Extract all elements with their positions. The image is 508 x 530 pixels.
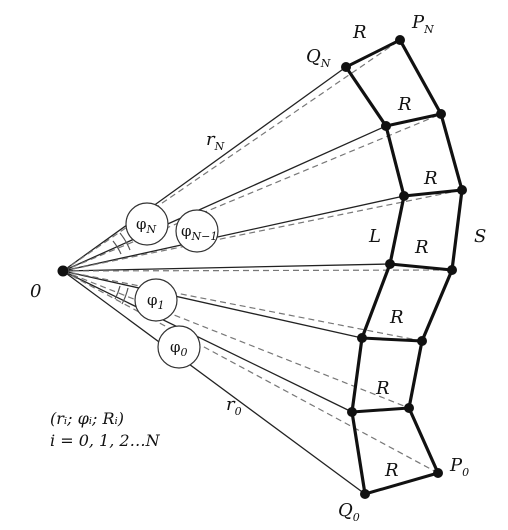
node: [385, 259, 395, 269]
dashed-ray-N: [62, 39, 401, 272]
angle-circles: [125, 202, 219, 369]
node: [347, 407, 357, 417]
dashed-rays: [62, 39, 463, 474]
phi-0-circle: [157, 325, 201, 369]
P-0-label: P0: [449, 455, 469, 479]
R-label-7: R: [384, 460, 399, 481]
angle-arc-lower-2: [114, 285, 121, 300]
ray-4: [62, 263, 391, 272]
L-label: L: [368, 226, 381, 247]
r-segments: [345, 38, 463, 496]
node-P-N: [395, 35, 405, 45]
origin-label: 0: [30, 281, 41, 302]
node: [381, 121, 391, 131]
node: [447, 265, 457, 275]
dashed-ray-N-1: [62, 113, 442, 272]
Q-N-label: QN: [306, 46, 331, 70]
ray-3: [62, 195, 405, 272]
ray-5: [62, 270, 363, 339]
formula-line-1: (rᵢ; φᵢ; Rᵢ): [50, 409, 124, 428]
ray-r-0: [62, 270, 366, 495]
angle-arc-lower: [121, 287, 129, 305]
ray-6: [62, 270, 353, 413]
Q-0-label: Q0: [338, 500, 360, 524]
dashed-ray-1: [62, 270, 410, 409]
angle-arc-upper: [119, 232, 131, 251]
node-points: [57, 35, 467, 499]
angle-arc-upper-2: [112, 240, 122, 255]
phi-1-label: φ1: [147, 291, 165, 312]
node: [399, 191, 409, 201]
dashed-ray-a: [62, 189, 463, 272]
R-label-1: R: [352, 22, 367, 43]
segment-R-4: [389, 262, 453, 272]
node: [404, 403, 414, 413]
R-label-4: R: [414, 237, 429, 258]
node-Q-N: [341, 62, 351, 72]
segment-R-6: [351, 406, 410, 414]
dashed-ray-0: [62, 270, 439, 474]
phi-N-circle: [125, 202, 169, 246]
node-Q-0: [360, 489, 370, 499]
node-P-0: [433, 468, 443, 478]
ray-r-N: [62, 66, 347, 272]
phi-N-1-label: φN−1: [181, 222, 217, 243]
phi-N-1-circle: [175, 209, 219, 253]
segment-R-1: [345, 38, 401, 69]
r-N-label: rN: [206, 129, 225, 153]
phi-N-label: φN: [136, 215, 157, 236]
node: [357, 333, 367, 343]
segment-R-7: [364, 471, 439, 496]
formula-block: (rᵢ; φᵢ; Rᵢ) i = 0, 1, 2…N: [50, 408, 160, 452]
phi-0-label: φ0: [170, 338, 188, 359]
angle-arcs: [112, 232, 131, 305]
S-label: S: [474, 226, 486, 247]
R-label-3: R: [423, 168, 438, 189]
R-label-2: R: [397, 94, 412, 115]
r-0-label: r0: [226, 394, 242, 418]
dashed-ray-c: [62, 270, 423, 342]
ray-2: [62, 125, 387, 272]
segment-R-3: [403, 188, 463, 198]
origin-point: [57, 265, 69, 277]
R-label-6: R: [375, 378, 390, 399]
segment-R-2: [385, 112, 442, 128]
node: [436, 109, 446, 119]
node: [457, 185, 467, 195]
R-label-5: R: [389, 307, 404, 328]
segment-R-5: [361, 336, 423, 343]
node: [417, 336, 427, 346]
phi-1-circle: [134, 278, 178, 322]
formula-line-2: i = 0, 1, 2…N: [50, 431, 160, 450]
P-N-label: PN: [411, 12, 434, 36]
